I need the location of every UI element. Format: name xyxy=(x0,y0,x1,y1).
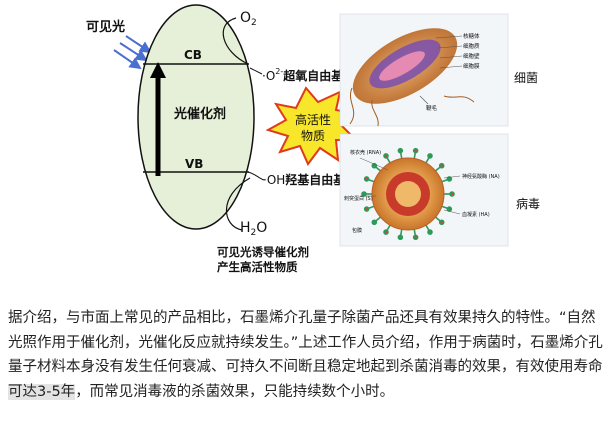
highlighted-lifespan: 可达3-5年 xyxy=(8,383,76,400)
cb-label: CB xyxy=(184,48,202,62)
burst-line1: 高活性 xyxy=(295,112,331,127)
bacteria-illustration xyxy=(339,13,509,127)
virus-spike-tip xyxy=(363,206,370,212)
virus-spike-tip xyxy=(412,234,419,241)
vb-label: VB xyxy=(185,157,203,171)
bacteria-label: 细菌 xyxy=(514,71,538,85)
article-paragraph: 据介绍，与市面上常见的产品相比，石墨烯介孔量子除菌产品还具有效果持久的特性。“自… xyxy=(8,306,608,404)
virus-spike-tip xyxy=(427,229,433,235)
h2o-label: H2O xyxy=(240,220,267,238)
virus-spike-tip xyxy=(363,176,370,182)
virus-spike-tip xyxy=(438,162,445,169)
visible-light-label: 可见光 xyxy=(86,19,125,35)
excitation-arrow xyxy=(150,62,166,176)
burst-line2: 物质 xyxy=(301,129,325,143)
virus-spike-tip xyxy=(383,229,389,235)
virus-spike-tip xyxy=(438,219,445,226)
virus-spike-tip xyxy=(446,206,453,212)
active-species-burst xyxy=(265,86,361,166)
paragraph-text-end: ，而常见消毒液的杀菌效果，只能持续数个小时。 xyxy=(75,383,395,400)
virus-part-2: 刺突蛋白 (S) xyxy=(344,195,373,202)
h2o-curve xyxy=(225,177,251,231)
photocatalysis-diagram: 可见光 CB VB 光催化剂 O2 ·O2-超氧自由基 ·OH羟基自由基 H2O… xyxy=(86,4,540,274)
virus-part-1: 核衣壳 (RNA) xyxy=(350,149,381,156)
bacteria-part-5: 鞭毛 xyxy=(426,104,438,112)
bacteria-part-2: 细胞质 xyxy=(463,42,480,50)
o2-curve xyxy=(222,17,249,65)
virus-spike-tip xyxy=(449,191,455,197)
bacteria-part-1: 核糖体 xyxy=(463,32,480,40)
diagram-caption-line2: 产生高活性物质 xyxy=(217,260,298,274)
virus-part-5: 血凝素 (HA) xyxy=(462,211,490,218)
virus-spike-tip xyxy=(397,234,404,241)
virus-part-3: 包膜 xyxy=(352,227,362,234)
catalyst-ellipse xyxy=(137,4,255,230)
light-rays xyxy=(113,35,152,70)
virus-illustration xyxy=(339,133,509,247)
catalyst-label: 光催化剂 xyxy=(173,106,226,122)
virus-spike-tip xyxy=(371,219,378,226)
virus-spike-tip xyxy=(427,153,433,159)
bacteria-part-3: 细胞壁 xyxy=(463,52,480,60)
diagram-caption-line1: 可见光诱导催化剂 xyxy=(217,245,309,259)
hydroxyl-label: ·OH羟基自由基 xyxy=(263,172,346,187)
superoxide-dash xyxy=(249,67,263,75)
virus-spike-tip xyxy=(383,153,389,159)
virus-part-4: 神经氨酸酶 (NA) xyxy=(462,173,500,180)
virus-spike-tip xyxy=(397,147,404,154)
o2-label: O2 xyxy=(240,10,257,28)
virus-spike-tip xyxy=(412,147,419,154)
virus-spike-tip xyxy=(446,176,453,182)
paragraph-text-start: 据介绍，与市面上常见的产品相比，石墨烯介孔量子除菌产品还具有效果持久的特性。“自… xyxy=(8,310,603,375)
superoxide-label: ·O2-超氧自由基 xyxy=(262,67,344,83)
hydroxyl-curve xyxy=(247,171,265,181)
bacteria-part-4: 细胞膜 xyxy=(463,62,480,70)
virus-label: 病毒 xyxy=(516,196,540,211)
